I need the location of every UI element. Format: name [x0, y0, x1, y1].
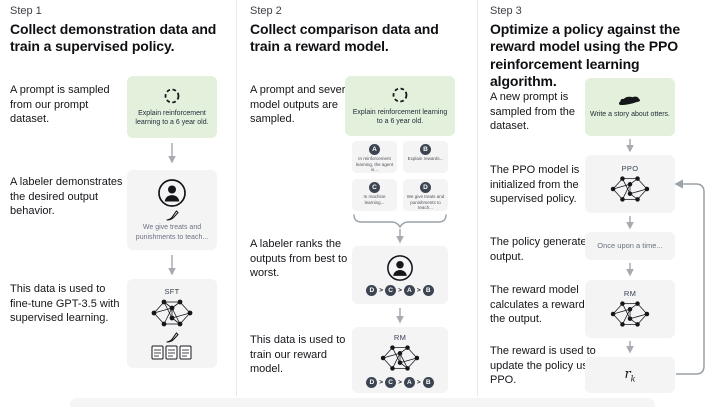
step2-title: Collect comparison data and train a rewa… — [250, 21, 439, 55]
quill-icon — [165, 210, 179, 221]
step3-text-init: The PPO model is initialized from the su… — [490, 164, 580, 206]
labeler-icon — [157, 178, 187, 208]
step1-prompt-box: Explain reinforcement learning to a 6 ye… — [127, 76, 217, 138]
step3-text-prompt: A new prompt is sampled from the dataset… — [490, 91, 575, 133]
down-arrow-icon — [625, 341, 635, 354]
output-snippet: We give treats and punishments to teach.… — [406, 194, 445, 211]
down-arrow-icon — [395, 229, 405, 244]
rank-circle: A — [403, 285, 415, 296]
sample-icon — [391, 86, 409, 104]
documents-icon — [151, 345, 193, 360]
rank-circle: A — [403, 376, 415, 388]
down-arrow-icon — [167, 143, 177, 164]
ranking-row: D > C > A > B — [366, 376, 434, 388]
step3-text-reward: The reward model calculates a reward for… — [490, 284, 601, 326]
step2-output-grid: A In reinforcement learning, the agent i… — [352, 141, 448, 211]
step3-rm-box: RM — [585, 280, 675, 338]
step2-labeler-box: D > C > A > B — [352, 246, 448, 304]
step1-prompt-text: Explain reinforcement learning to a 6 ye… — [135, 109, 209, 126]
rank-separator: > — [416, 287, 421, 294]
rank-circle: C — [385, 376, 397, 388]
neural-network-icon — [608, 173, 652, 205]
step3-text-update: The reward is used to update the policy … — [490, 345, 603, 387]
step2-rm-box: RM D — [352, 327, 448, 393]
step2-prompt-box: Explain reinforcement learning to a 6 ye… — [345, 76, 455, 136]
sample-icon — [163, 87, 181, 105]
rank-circle: C — [385, 285, 397, 296]
step2-text-prompt: A prompt and several model outputs are s… — [250, 84, 354, 126]
rank-circle: B — [422, 376, 434, 388]
step3-reward-box: rk — [585, 357, 675, 393]
step3-ppo-box: PPO — [585, 155, 675, 213]
down-arrow-icon — [167, 255, 177, 276]
output-letter: C — [369, 182, 380, 193]
output-snippet: Explain rewards... — [407, 156, 444, 161]
output-snippet: In machine learning... — [363, 194, 386, 205]
labeler-icon — [386, 254, 414, 282]
output-letter: D — [420, 182, 431, 193]
output-a: A In reinforcement learning, the agent i… — [352, 141, 397, 173]
down-arrow-icon — [395, 308, 405, 324]
rank-separator: > — [398, 378, 402, 386]
down-arrow-icon — [625, 139, 635, 153]
rank-separator: > — [398, 287, 402, 294]
step3-output-text: Once upon a time... — [597, 241, 663, 251]
rank-circle: B — [422, 285, 434, 296]
step3-prompt-box: Write a story about otters. — [585, 78, 675, 136]
step2-text-rank: A labeler ranks the outputs from best to… — [250, 238, 348, 280]
quill-icon — [165, 332, 179, 343]
output-c: C In machine learning... — [352, 179, 397, 211]
step3-output-box: Once upon a time... — [585, 232, 675, 260]
brace-icon — [352, 214, 448, 229]
ppo-label: PPO — [621, 163, 639, 173]
output-snippet: In reinforcement learning, the agent is.… — [355, 156, 394, 173]
step1-label: Step 1 — [10, 5, 42, 17]
neural-network-icon — [608, 298, 652, 330]
cutoff-section-edge — [70, 398, 655, 407]
step3-title: Optimize a policy against the reward mod… — [490, 21, 681, 90]
step3-prompt-text: Write a story about otters. — [589, 111, 670, 119]
otter-icon — [618, 94, 642, 107]
reward-symbol: rk — [624, 366, 636, 384]
loop-arrow-icon — [670, 170, 715, 385]
step3-label: Step 3 — [490, 5, 522, 17]
step1-sft-box: SFT — [127, 279, 217, 368]
column-divider — [236, 0, 237, 396]
step1-text-finetune: This data is used to fine-tune GPT-3.5 w… — [10, 283, 120, 325]
step2-label: Step 2 — [250, 5, 282, 17]
sft-label: SFT — [164, 287, 180, 296]
step1-text-prompt: A prompt is sampled from our prompt data… — [10, 84, 110, 126]
rm-label: RM — [393, 332, 407, 342]
output-letter: A — [369, 144, 380, 155]
rank-circle: D — [366, 376, 378, 388]
rank-separator: > — [379, 378, 384, 386]
rank-separator: > — [379, 287, 384, 294]
down-arrow-icon — [625, 216, 635, 230]
step1-labeler-box: We give treats and punishments to teach.… — [127, 170, 217, 250]
down-arrow-icon — [625, 263, 635, 277]
step2-text-train: This data is used to train our reward mo… — [250, 334, 346, 376]
neural-network-icon — [377, 342, 423, 374]
step1-title: Collect demonstration data and train a s… — [10, 21, 217, 55]
neural-network-icon — [149, 296, 195, 330]
output-letter: B — [420, 144, 431, 155]
step3-text-output: The policy generates an output. — [490, 236, 608, 263]
rm-label: RM — [623, 288, 637, 298]
step1-text-labeler: A labeler demonstrates the desired outpu… — [10, 176, 123, 218]
step1-labeler-caption: We give treats and punishments to teach.… — [135, 224, 209, 241]
ranking-row: D > C > A > B — [366, 285, 434, 296]
output-b: B Explain rewards... — [403, 141, 448, 173]
rank-separator: > — [416, 378, 421, 386]
rank-circle: D — [366, 285, 378, 296]
step2-prompt-text: Explain reinforcement learning to a 6 ye… — [352, 108, 448, 125]
output-d: D We give treats and punishments to teac… — [403, 179, 448, 211]
column-divider — [477, 0, 478, 396]
